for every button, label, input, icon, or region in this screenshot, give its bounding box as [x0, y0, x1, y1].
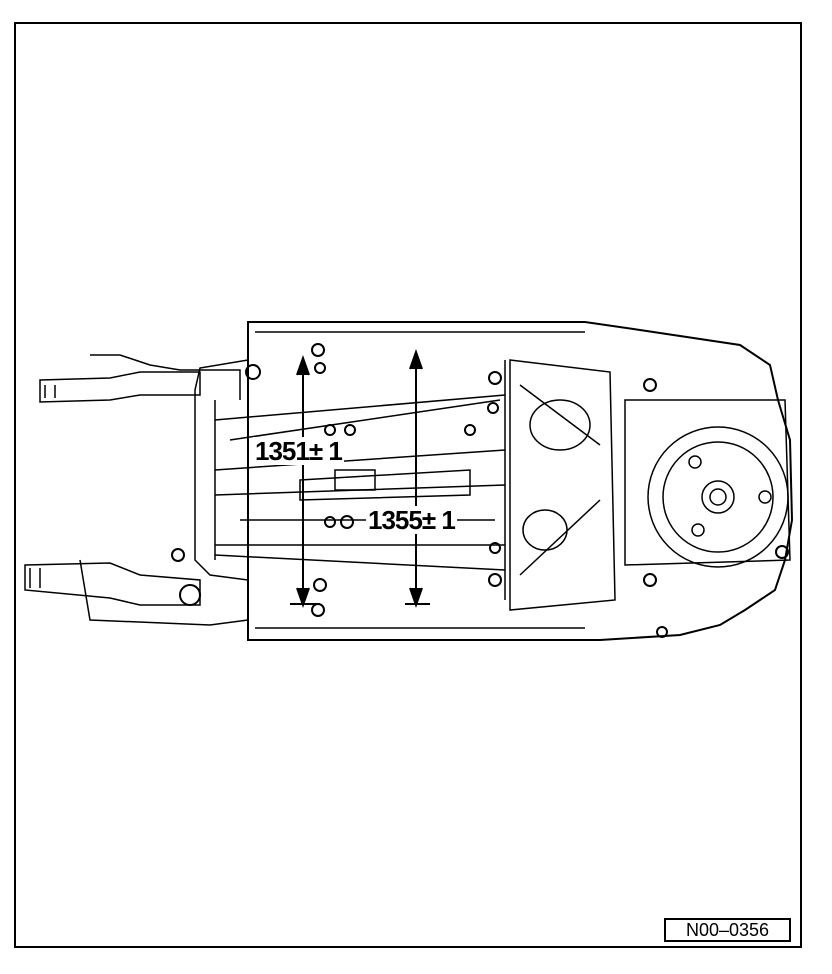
floor-ribs — [214, 360, 506, 600]
diagram-frame — [14, 22, 802, 948]
front-frame-rails — [24, 354, 249, 626]
mount-points — [171, 343, 789, 638]
spare-wheel-well — [624, 399, 791, 568]
center-crossmember — [509, 359, 616, 611]
dimension-label-front: 1351± 1 — [253, 436, 344, 466]
dimension-label-rear: 1355± 1 — [366, 505, 457, 535]
body-outline — [194, 321, 794, 641]
dimension-arrows — [290, 348, 430, 609]
reference-code: N00–0356 — [664, 918, 791, 942]
